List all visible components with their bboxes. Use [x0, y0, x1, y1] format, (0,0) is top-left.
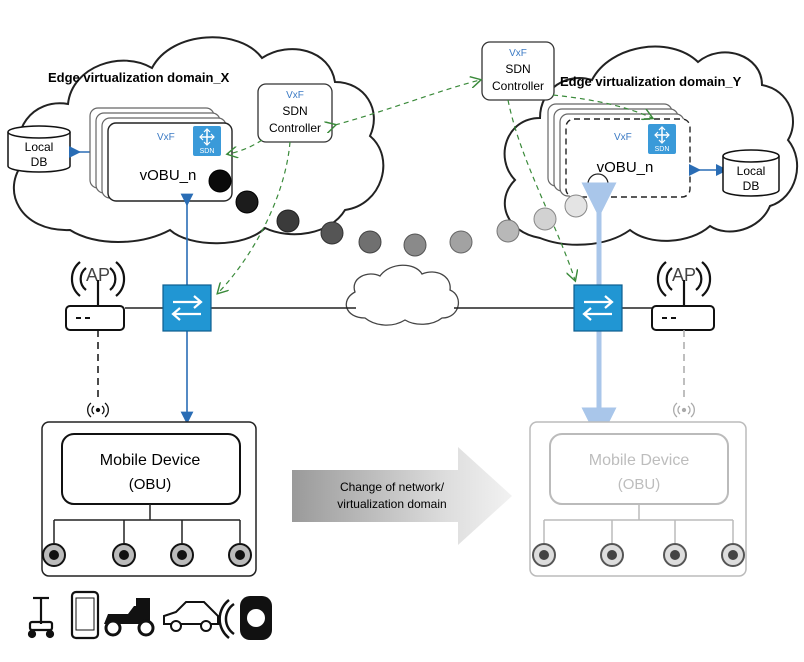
control-link-x-vobu: [228, 139, 263, 154]
device-x-line1: Mobile Device: [100, 452, 201, 469]
domain-change-arrow: Change of network/ virtualization domain: [292, 447, 512, 545]
cloud-core-network: [345, 264, 460, 326]
trail-dot: [403, 233, 427, 257]
wifi-signal-icon: [87, 402, 109, 418]
ap-y-label: AP: [672, 265, 696, 285]
access-point-x[interactable]: AP: [65, 261, 126, 331]
motorbike-icon: [104, 598, 155, 637]
trail-dot: [276, 209, 300, 233]
sensor-port-icon: [721, 543, 745, 567]
scooter-icon: [27, 596, 55, 639]
sensor-port-icon: [532, 543, 556, 567]
trail-dot: [358, 230, 382, 254]
vobu-y-vxf-label: VxF: [614, 132, 632, 143]
local-db-x-line2: DB: [31, 155, 48, 169]
sdn-badge-x: SDN: [200, 148, 215, 155]
controller-x-line1: SDN: [282, 104, 307, 118]
trail-dot: [208, 169, 232, 193]
domain-y-title: Edge virtualization domain_Y: [560, 74, 742, 89]
sensor-port-icon: [663, 543, 687, 567]
trail-dot: [496, 219, 520, 243]
local-db-y-line2: DB: [743, 179, 760, 193]
device-x-line2: (OBU): [129, 476, 172, 493]
sensor-port-icon: [228, 543, 252, 567]
vobu-x-vxf-label: VxF: [157, 132, 175, 143]
antenna-signal-icon: [656, 261, 712, 306]
control-link-controllers: [335, 80, 480, 125]
local-db-x-line1: Local: [25, 140, 54, 154]
trail-dot: [449, 230, 473, 254]
network-switch-y[interactable]: [573, 284, 623, 332]
vobu-y-label: vOBU_n: [597, 159, 654, 176]
sensor-port-icon: [112, 543, 136, 567]
vobu-stack-y[interactable]: VxF SDN vOBU_n: [547, 103, 691, 198]
access-point-y[interactable]: AP: [651, 261, 715, 331]
sensor-port-icon: [170, 543, 194, 567]
sensor-port-icon: [42, 543, 66, 567]
sensor-port-icon: [600, 543, 624, 567]
wifi-signal-icon: [673, 402, 695, 418]
car-icon: [163, 601, 219, 632]
trail-dot: [235, 190, 259, 214]
arrow-line1: Change of network/: [340, 480, 445, 494]
trail-dot: [320, 221, 344, 245]
mobile-device-y[interactable]: Mobile Device (OBU): [529, 421, 747, 577]
controller-y-vxf: VxF: [509, 48, 527, 59]
antenna-signal-icon: [70, 261, 126, 306]
control-link-y-vobu: [552, 94, 652, 118]
device-y-bus: [543, 504, 734, 543]
controller-y-line1: SDN: [505, 62, 530, 76]
device-x-bus: [53, 504, 241, 543]
vobu-x-label: vOBU_n: [140, 167, 197, 184]
control-link-x-switch: [218, 141, 291, 293]
device-y-line1: Mobile Device: [589, 452, 690, 469]
device-y-line2: (OBU): [618, 476, 661, 493]
sdn-icon: SDN: [193, 126, 221, 156]
network-switch-x[interactable]: [162, 284, 212, 332]
ap-x-label: AP: [86, 265, 110, 285]
switch-arrows-icon: [582, 295, 614, 321]
control-link-y-switch: [507, 99, 575, 280]
arrow-line2: virtualization domain: [337, 497, 446, 511]
local-db-y: Local DB: [722, 149, 780, 197]
domain-x-title: Edge virtualization domain_X: [48, 70, 230, 85]
controller-x-line2: Controller: [269, 121, 321, 135]
trail-dot: [564, 194, 588, 218]
sdn-controller-x[interactable]: VxF SDN Controller: [257, 83, 333, 143]
local-db-y-line1: Local: [737, 164, 766, 178]
sdn-icon: SDN: [648, 124, 676, 154]
smartwatch-icon: [218, 596, 272, 640]
smartphone-icon: [70, 590, 100, 640]
controller-y-line2: Controller: [492, 79, 544, 93]
switch-arrows-icon: [171, 295, 203, 321]
sdn-controller-y[interactable]: VxF SDN Controller: [481, 41, 555, 101]
trail-dot: [587, 173, 609, 195]
mobile-device-x[interactable]: Mobile Device (OBU): [41, 421, 257, 577]
controller-x-vxf: VxF: [286, 90, 304, 101]
local-db-x: Local DB: [7, 125, 71, 173]
vobu-stack-x[interactable]: VxF SDN vOBU_n: [89, 107, 233, 202]
sdn-badge-y: SDN: [655, 146, 670, 153]
trail-dot: [533, 207, 557, 231]
